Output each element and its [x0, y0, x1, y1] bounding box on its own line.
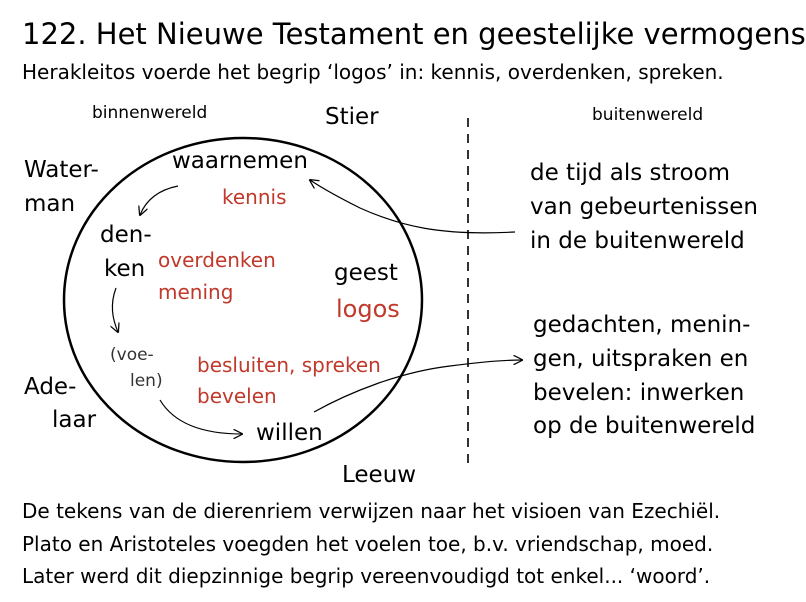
zodiac-eagle-1: Ade-	[24, 374, 77, 400]
thoughts-text-4: op de buitenwereld	[533, 413, 756, 439]
zodiac-bull: Stier	[325, 104, 379, 130]
zodiac-lion: Leeuw	[342, 462, 417, 488]
will-label: willen	[256, 420, 323, 446]
arrow-feel-to-will	[159, 399, 242, 434]
feel-label-2: len)	[130, 371, 163, 391]
feel-label-1: (voe-	[110, 345, 154, 365]
logos-label: logos	[336, 295, 400, 323]
inner-world-label: binnenwereld	[92, 103, 208, 123]
thoughts-text-2: gen, uitspraken en	[533, 346, 749, 372]
time-text-1: de tijd als stroom	[530, 160, 731, 186]
think-label-2: ken	[104, 256, 146, 282]
time-text-3: in de buitenwereld	[530, 228, 745, 254]
arrow-will-to-outside	[313, 360, 522, 413]
page-title: 122. Het Nieuwe Testament en geestelijke…	[22, 17, 806, 51]
knowledge-label: kennis	[222, 185, 287, 209]
perceive-label: waarnemen	[172, 148, 308, 174]
spirit-label: geest	[334, 260, 398, 286]
zodiac-eagle-2: laar	[52, 407, 97, 433]
zodiac-aquarius-2: man	[24, 191, 76, 217]
time-text-2: van gebeurtenissen	[530, 194, 758, 220]
command-label: bevelen	[197, 384, 277, 408]
outer-world-label: buitenwereld	[592, 105, 704, 125]
arrow-perceive-to-think	[140, 185, 179, 215]
thoughts-text-1: gedachten, menin-	[533, 312, 751, 338]
zodiac-aquarius-1: Water-	[24, 157, 99, 183]
page-subtitle: Herakleitos voerde het begrip ‘logos’ in…	[22, 60, 724, 84]
footer-line-2: Plato en Aristoteles voegden het voelen …	[22, 532, 714, 556]
decide-label: besluiten, spreken	[197, 353, 381, 377]
footer-line-1: De tekens van de dierenriem verwijzen na…	[22, 499, 721, 523]
arrow-think-to-feel	[112, 287, 118, 332]
thoughts-text-3: bevelen: inwerken	[533, 380, 745, 406]
think-label-1: den-	[100, 222, 152, 248]
arrow-outside-to-perceive	[310, 180, 516, 234]
diagram-lines	[62, 118, 788, 470]
opinion-label: mening	[158, 280, 234, 304]
footer-line-3: Later werd dit diepzinnige begrip vereen…	[22, 564, 711, 588]
mind-circle	[62, 136, 424, 464]
reflect-label: overdenken	[158, 248, 276, 272]
